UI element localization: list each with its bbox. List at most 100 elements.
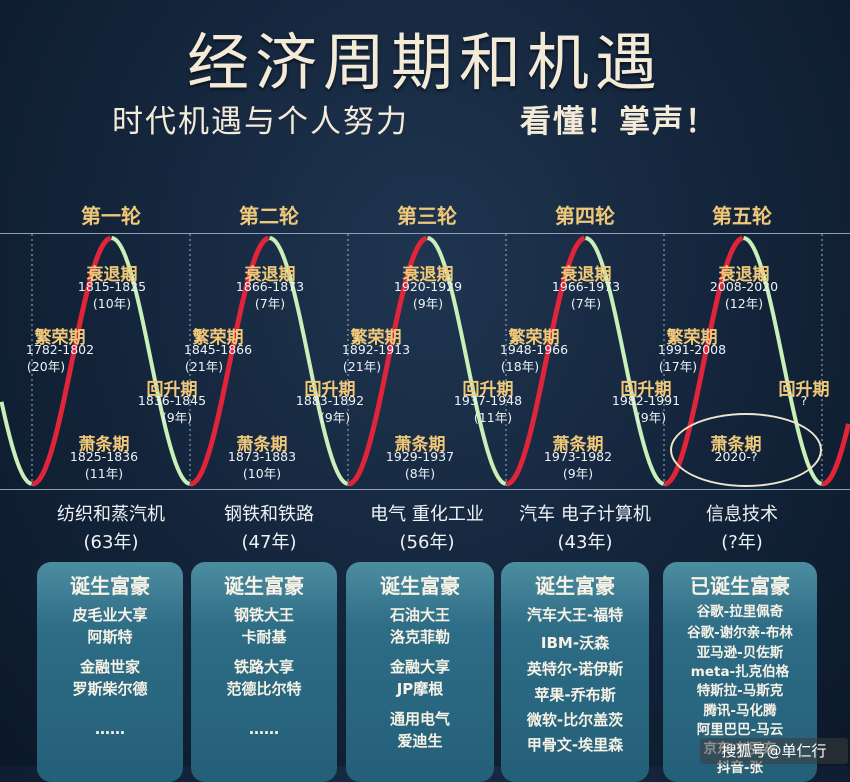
prosperity-label: 繁荣期	[508, 328, 560, 348]
recovery-years: 1937-1948	[453, 393, 523, 408]
card-person: 苹果-乔布斯	[534, 686, 616, 704]
card-title: 诞生富豪	[535, 574, 615, 598]
depression-label: 萧条期	[236, 435, 288, 455]
card-title: 诞生富豪	[70, 574, 150, 598]
growth-curve	[348, 235, 428, 487]
cycle-length: (63年)	[83, 532, 139, 553]
card-person: 铁路大享	[233, 658, 294, 676]
decline-curve	[269, 236, 349, 486]
recession-duration: (7年)	[254, 296, 286, 311]
depression-years: 1929-1937	[385, 449, 455, 464]
industry-label: 钢铁和铁路	[224, 504, 314, 525]
prosperity-duration: (18年)	[500, 359, 540, 374]
growth-curve	[664, 235, 744, 487]
prosperity-label: 繁荣期	[34, 328, 86, 348]
card-person: 钢铁大王	[233, 606, 294, 624]
depression-years: 1873-1883	[227, 449, 297, 464]
prosperity-label: 繁荣期	[192, 328, 244, 348]
card-person: IBM-沃森	[540, 634, 610, 652]
depression-label: 萧条期	[552, 435, 604, 455]
industry-label: 信息技术	[706, 504, 778, 525]
wealth-card: 诞生富豪钢铁大王卡耐基铁路大享范德比尔特……	[191, 562, 337, 782]
round-label: 第五轮	[712, 204, 772, 228]
card-person: 卡耐基	[241, 628, 287, 646]
prosperity-years: 1991-2008	[657, 342, 727, 357]
card-person: 腾讯-马化腾	[703, 703, 777, 719]
industry-label: 电气 重化工业	[370, 504, 484, 525]
recovery-years: 1883-1892	[295, 393, 365, 408]
recession-label: 衰退期	[718, 265, 770, 285]
depression-duration: (11年)	[84, 466, 124, 481]
recession-duration: (12年)	[724, 296, 764, 311]
recovery-duration: (11年)	[473, 410, 513, 425]
cycle-length: (56年)	[399, 532, 455, 553]
depression-duration: (10年)	[242, 466, 282, 481]
cycle-length: (43年)	[557, 532, 613, 553]
card-person: 石油大王	[389, 606, 450, 624]
highlight-ellipse	[670, 413, 822, 487]
recession-duration: (7年)	[570, 296, 602, 311]
decline-curve	[0, 401, 33, 486]
growth-curve	[506, 235, 586, 487]
cycle-length: (?年)	[721, 532, 763, 553]
card-person: 爱迪生	[397, 732, 443, 750]
prosperity-years: 1892-1913	[341, 342, 411, 357]
recovery-label: 回升期	[620, 380, 672, 400]
recession-duration: (10年)	[92, 296, 132, 311]
card-person: 英特尔-诺伊斯	[526, 660, 624, 678]
card-person: 通用电气	[389, 710, 450, 728]
recession-label: 衰退期	[244, 265, 296, 285]
wealth-card: 诞生富豪皮毛业大享阿斯特金融世家罗斯柴尔德……	[37, 562, 183, 782]
card-person: 汽车大王-福特	[526, 606, 624, 624]
prosperity-duration: (21年)	[342, 359, 382, 374]
card-person: 谷歌-拉里佩奇	[696, 604, 784, 620]
cycle-length: (47年)	[241, 532, 297, 553]
round-label: 第四轮	[555, 204, 615, 228]
recovery-duration: (9年)	[319, 410, 351, 425]
prosperity-years: 1845-1866	[183, 342, 253, 357]
decline-curve	[585, 236, 665, 486]
recession-label: 衰退期	[86, 265, 138, 285]
card-person: 金融大享	[389, 658, 450, 676]
decline-curve	[427, 236, 507, 486]
industry-label: 汽车 电子计算机	[519, 504, 651, 525]
card-person: 范德比尔特	[226, 680, 302, 698]
depression-duration: (8年)	[404, 466, 436, 481]
watermark: 搜狐号@单仁行	[700, 738, 848, 764]
recession-years: 2008-2020	[709, 279, 779, 294]
growth-curve	[32, 235, 112, 487]
card-person: 特斯拉-马斯克	[696, 683, 784, 699]
subtitle: 时代机遇与个人努力	[112, 104, 409, 140]
card-person: 甲骨文-埃里森	[526, 736, 624, 754]
card-person: 罗斯柴尔德	[72, 680, 148, 698]
prosperity-duration: (21年)	[184, 359, 224, 374]
recovery-years: 1982-1991	[611, 393, 681, 408]
recovery-duration: (9年)	[161, 410, 193, 425]
recession-label: 衰退期	[402, 265, 454, 285]
round-label: 第一轮	[81, 204, 141, 228]
card-title: 诞生富豪	[224, 574, 304, 598]
recession-duration: (9年)	[412, 296, 444, 311]
prosperity-label: 繁荣期	[350, 328, 402, 348]
recovery-years: ?	[800, 393, 808, 408]
recovery-duration: (9年)	[635, 410, 667, 425]
card-person: JP摩根	[396, 680, 444, 698]
recovery-label: 回升期	[146, 380, 198, 400]
depression-years: 1973-1982	[543, 449, 613, 464]
recession-years: 1920-1929	[393, 279, 463, 294]
recession-years: 1815-1825	[77, 279, 147, 294]
card-person: 阿斯特	[87, 628, 133, 646]
prosperity-duration: (17年)	[658, 359, 698, 374]
depression-duration: (9年)	[562, 466, 594, 481]
recovery-label: 回升期	[304, 380, 356, 400]
card-person: 谷歌-谢尔亲-布林	[687, 625, 793, 641]
card-title: 已诞生富豪	[690, 574, 790, 598]
recession-years: 1866-1873	[235, 279, 305, 294]
growth-curve	[190, 235, 270, 487]
card-person: 微软-比尔盖茨	[526, 711, 624, 729]
recession-years: 1966-1973	[551, 279, 621, 294]
round-label: 第二轮	[239, 204, 299, 228]
recession-label: 衰退期	[560, 265, 612, 285]
prosperity-label: 繁荣期	[666, 328, 718, 348]
